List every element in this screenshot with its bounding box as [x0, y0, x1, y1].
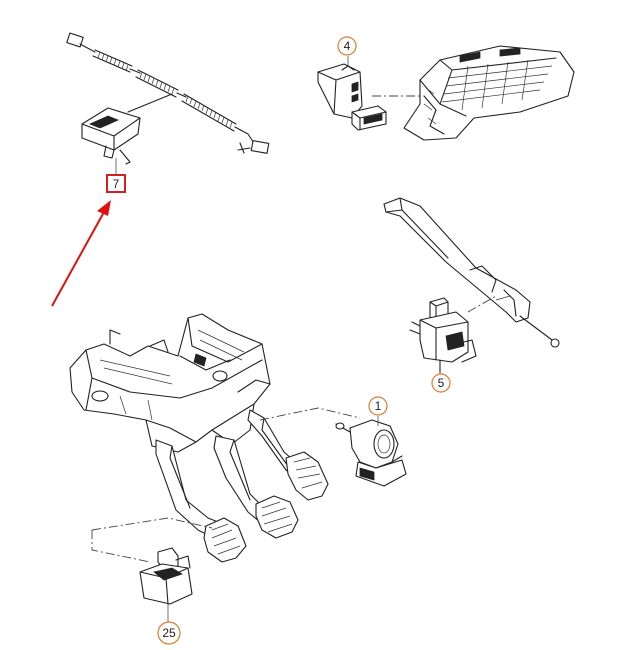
svg-text:25: 25 [162, 626, 176, 640]
part-5-handbrake-switch [409, 295, 497, 373]
callout-5: 5 [431, 373, 451, 393]
center-console-bracket [372, 45, 575, 141]
part-25-switch [91, 517, 213, 605]
handbrake-lever [383, 197, 560, 348]
callout-25: 25 [157, 621, 181, 645]
callout-4: 4 [337, 36, 357, 56]
svg-text:7: 7 [113, 177, 120, 191]
part-4-switch [317, 63, 387, 131]
svg-text:5: 5 [438, 376, 445, 390]
callout-7: 7 [106, 174, 126, 193]
highlight-arrow [51, 200, 111, 307]
svg-text:4: 4 [344, 39, 351, 53]
part-1-switch [259, 407, 407, 487]
callout-1: 1 [368, 396, 388, 416]
pedal-cluster [69, 313, 329, 563]
callout-leaders [115, 56, 441, 622]
part-7-wiring-harness [66, 32, 270, 165]
svg-text:1: 1 [375, 399, 382, 413]
